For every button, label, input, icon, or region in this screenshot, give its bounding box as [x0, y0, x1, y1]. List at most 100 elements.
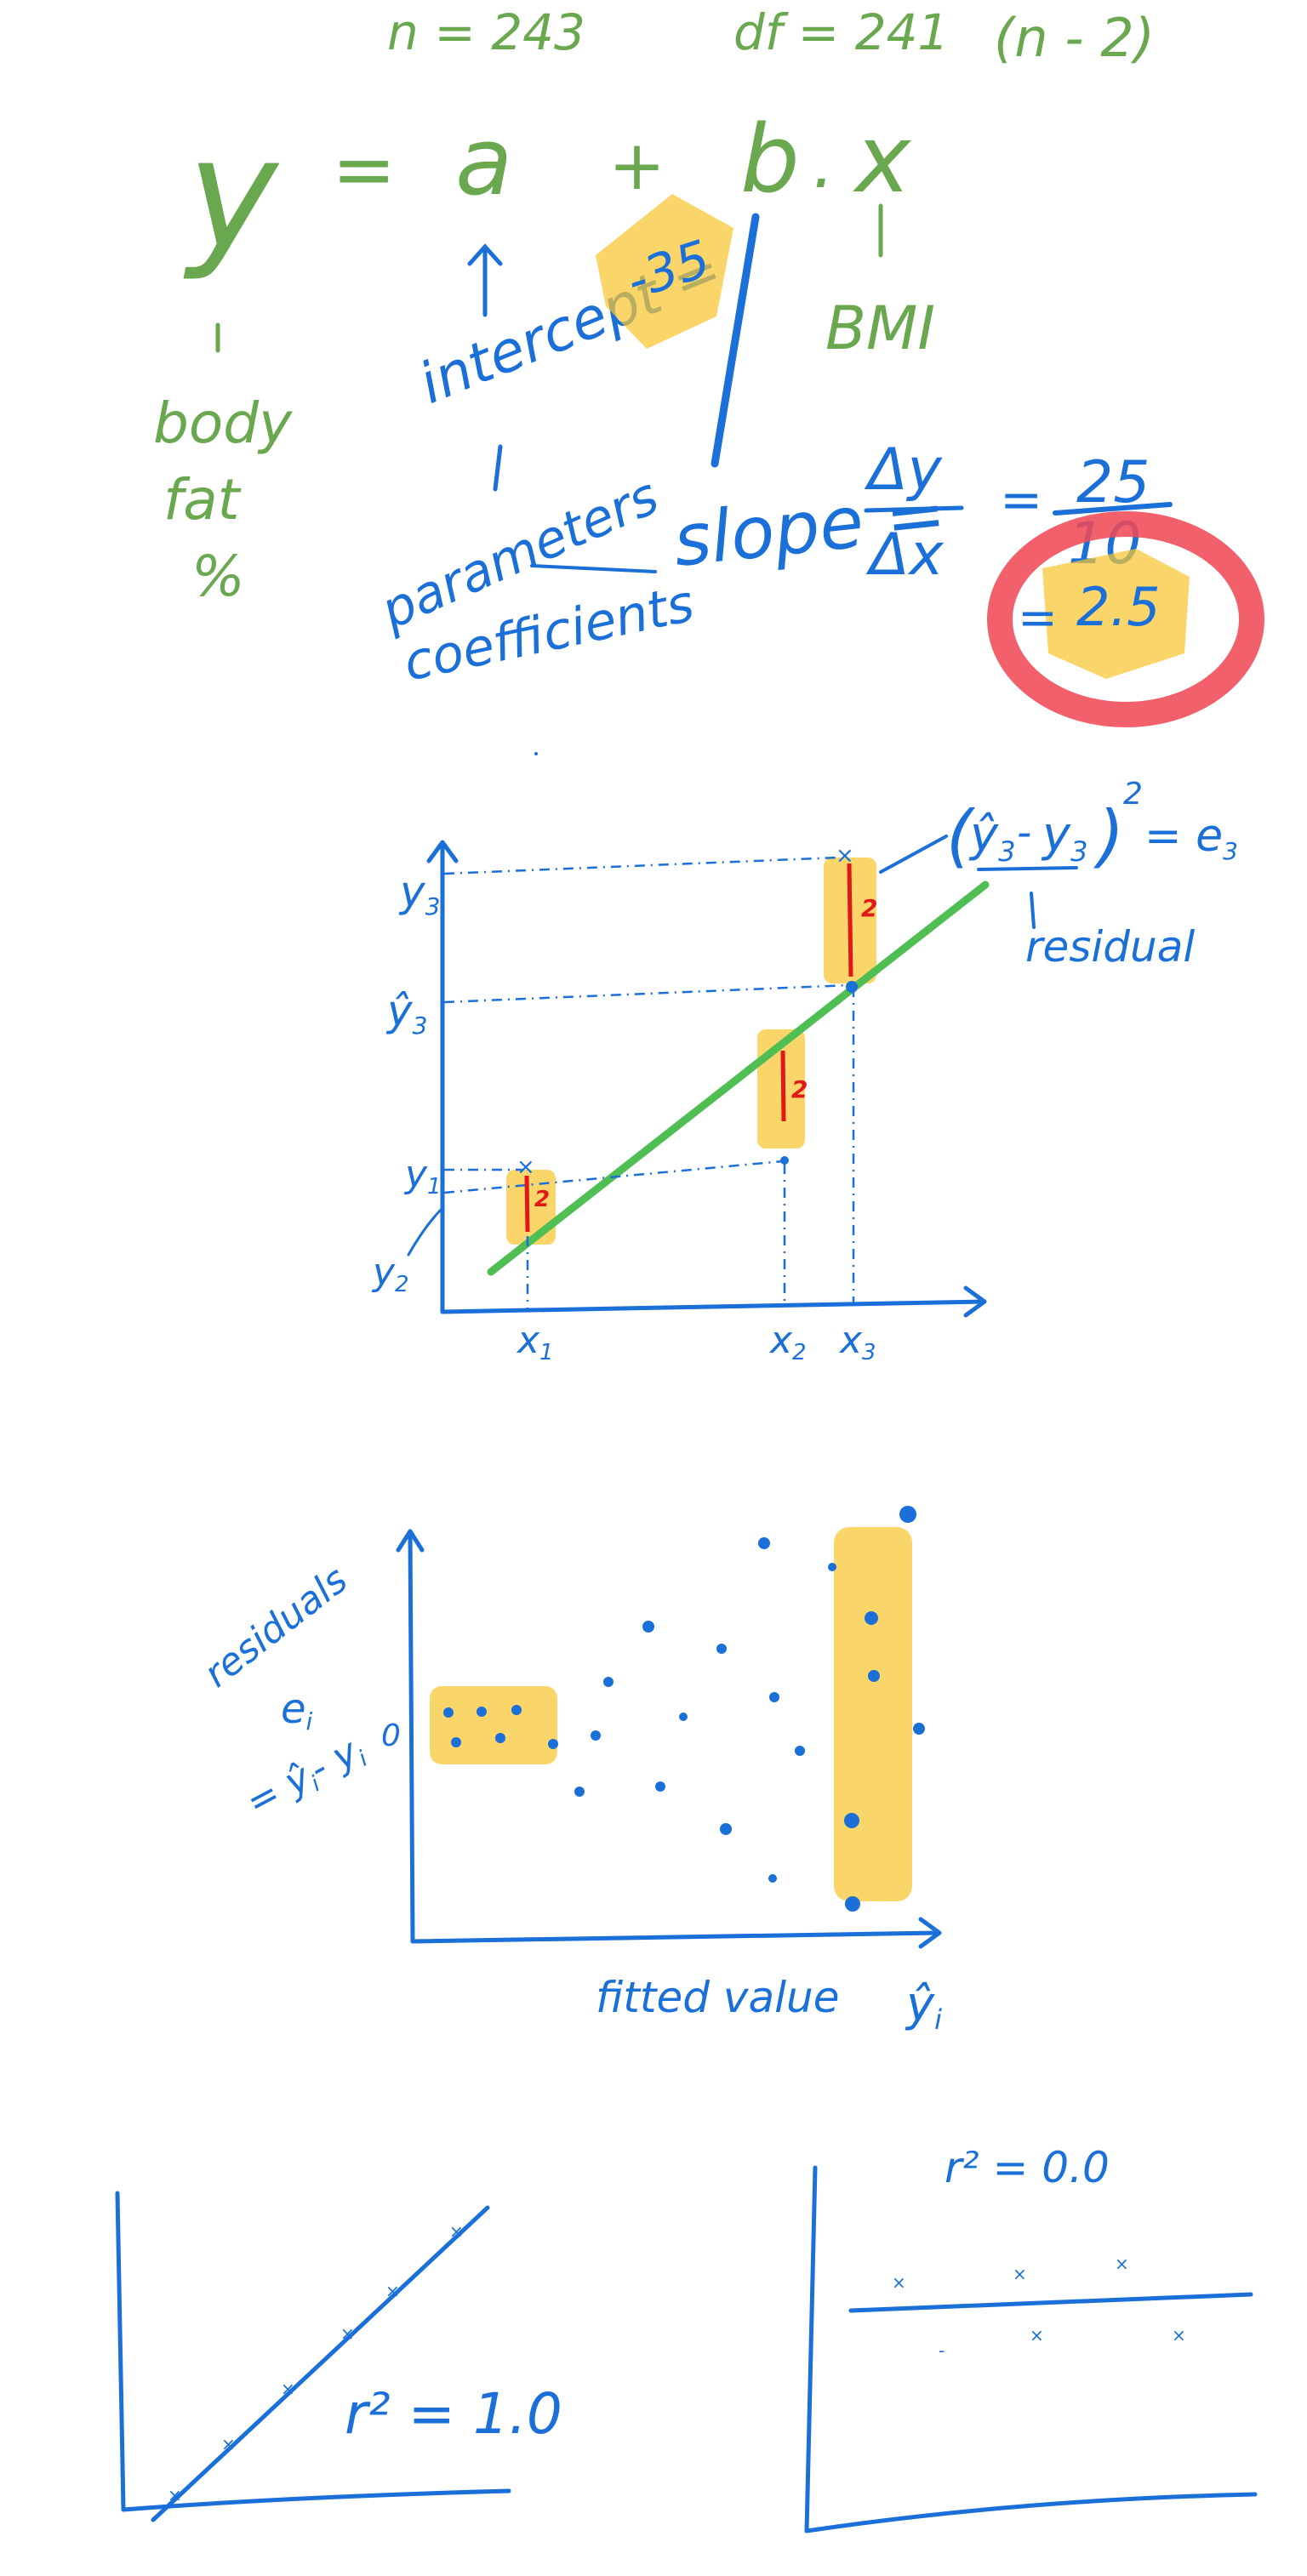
- residual-point: [477, 1707, 487, 1717]
- residual-point: [844, 1813, 859, 1828]
- highlight-x1: [506, 1170, 556, 1245]
- diagram-x-arrowhead: [963, 1285, 987, 1318]
- x-meaning-bmi: BMI: [825, 294, 935, 363]
- residual-points: [443, 1506, 925, 1912]
- formula-close-paren: ): [1093, 796, 1124, 875]
- highlight-x2: [757, 1029, 805, 1148]
- result-highlight: [1042, 549, 1190, 679]
- guide-y3: [443, 856, 839, 875]
- diagram-y-arrowhead: [426, 840, 459, 863]
- r2-right-point: ×: [1013, 2264, 1027, 2284]
- r2-left-point: ×: [168, 2485, 182, 2505]
- params-underline: [530, 564, 657, 573]
- residual-point: [451, 1737, 461, 1747]
- result-value: 2.5: [1076, 576, 1161, 638]
- ratio-fraction-bar: [1053, 502, 1173, 516]
- r2-left-fit-line: [151, 2205, 490, 2522]
- r2-plot-left: × × × × × × r² = 1.0: [115, 2191, 562, 2522]
- residual-point: [642, 1621, 654, 1633]
- y-meaning-percent: %: [191, 544, 245, 609]
- r2-right-y-axis: [804, 2165, 818, 2533]
- df-note: (n - 2): [994, 7, 1155, 69]
- residual-point: [679, 1713, 688, 1721]
- label-x1: x1: [516, 1319, 554, 1365]
- slope-equals: =: [1000, 470, 1042, 530]
- slope-numerator: Δy: [864, 436, 943, 504]
- r2-right-x-axis: [804, 2492, 1258, 2533]
- r2-left-point: ×: [385, 2281, 400, 2301]
- label-y3: y3: [398, 867, 440, 920]
- formula-y: y3: [1041, 807, 1088, 868]
- slope-denominator: Δx: [865, 521, 945, 589]
- residual-point: [655, 1781, 665, 1792]
- residual-plot-ylabel: residuals: [196, 1558, 356, 1695]
- header: n = 243 df = 241 (n - 2): [387, 3, 1155, 69]
- regression-equation: y = a + b . x body fat % BMI intercept =…: [153, 105, 1264, 727]
- residual-segment-x1: [524, 1175, 530, 1233]
- residual-point: [720, 1823, 732, 1835]
- r2-right-point: ×: [892, 2272, 906, 2293]
- r2-right-points: × × × - × ×: [892, 2254, 1186, 2361]
- result-circle: [987, 511, 1264, 727]
- intercept-highlight: [596, 194, 733, 349]
- n-label: n = 243: [387, 3, 585, 61]
- residual-segment-x3: [847, 863, 853, 977]
- formula-yhat: ŷ3: [968, 807, 1016, 868]
- y-meaning-fat: fat: [163, 467, 242, 533]
- formula-open-paren: (: [946, 796, 976, 875]
- residual-point: [758, 1537, 770, 1549]
- formula-pointer: [879, 835, 948, 874]
- diagram-x-axis: [440, 1299, 985, 1314]
- residual-plot: residuals ei = ŷi- yi 0 fitted value ŷi: [196, 1506, 942, 2036]
- r2-right-label: r² = 0.0: [945, 2143, 1110, 2192]
- r2-left-points: × × × × × ×: [168, 2221, 464, 2505]
- eq-dot: .: [813, 124, 834, 203]
- e-label: ei: [281, 1685, 313, 1735]
- eq-equals: =: [332, 125, 396, 214]
- fitted-point-x3: [846, 981, 858, 993]
- intercept-arrow: [467, 243, 503, 317]
- formula-underline: [977, 866, 1078, 871]
- eq-a: a: [455, 107, 512, 216]
- eq-x: x: [853, 105, 912, 214]
- regression-line: [487, 881, 990, 1276]
- r2-right-point: ×: [1115, 2254, 1129, 2274]
- eq-y: y: [183, 105, 280, 283]
- residual-plot-x-axis: [410, 1930, 940, 1944]
- r2-left-label: r² = 1.0: [345, 2381, 562, 2447]
- df-label: df = 241: [733, 3, 949, 61]
- yhat-label: ŷi: [905, 1977, 942, 2036]
- residual-point: [495, 1733, 505, 1743]
- residual-point: [603, 1677, 614, 1687]
- r2-right-point: ×: [1172, 2325, 1186, 2345]
- highlight-left-cluster: [430, 1686, 557, 1764]
- residual-plot-x-arrowhead: [918, 1917, 942, 1949]
- label-y1: y1: [403, 1153, 442, 1200]
- r2-right-fit-line: [848, 2292, 1253, 2313]
- zero-label: 0: [381, 1718, 401, 1753]
- label-yhat3: ŷ3: [385, 986, 427, 1040]
- stray-dot: [534, 752, 538, 755]
- residual-mark-x1: 2: [534, 1187, 550, 1212]
- residual-label-tick: [1030, 892, 1036, 929]
- y-meaning-body: body: [153, 390, 293, 456]
- result-equals: =: [1018, 590, 1058, 646]
- residual-point: [768, 1874, 777, 1883]
- y2-pointer: [407, 1206, 444, 1257]
- residual-point: [795, 1746, 805, 1756]
- residual-point: [548, 1739, 558, 1749]
- formula-minus: -: [1017, 809, 1031, 857]
- r2-plot-right: × × × - × × r² = 0.0: [804, 2143, 1258, 2533]
- residual-segment-x2: [780, 1050, 786, 1122]
- r2-left-point: ×: [281, 2379, 295, 2399]
- r2-left-y-axis: [115, 2191, 126, 2512]
- highlight-right-band: [834, 1527, 912, 1901]
- residual-point: [769, 1692, 779, 1702]
- slope-fraction-bar: [864, 505, 964, 513]
- formula-equals-e: = e3: [1144, 811, 1238, 865]
- r2-left-point: ×: [449, 2221, 464, 2242]
- label-y2: y2: [371, 1251, 409, 1297]
- residual-point: [591, 1730, 601, 1741]
- residual-point: [868, 1670, 880, 1682]
